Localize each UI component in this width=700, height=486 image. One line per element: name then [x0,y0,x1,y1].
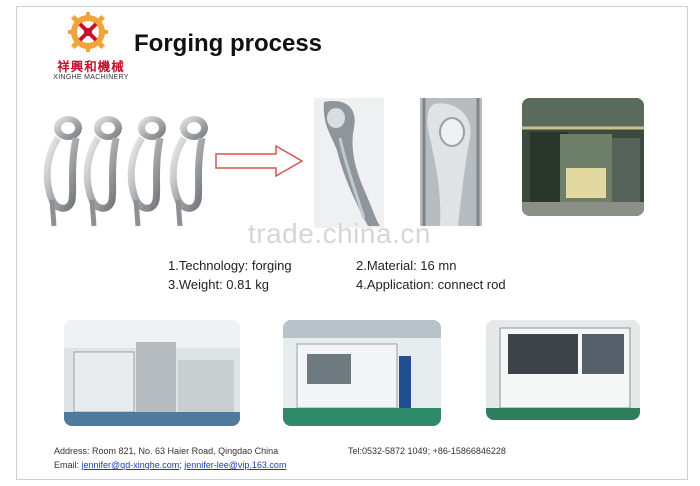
gear-logo-icon [68,12,108,52]
logo-english-name: XINGHE MACHINERY [53,74,129,81]
spec-weight: 3.Weight: 0.81 kg [168,277,269,292]
company-logo: 祥興和機械 XINGHE MACHINERY [46,12,136,88]
footer-address: Address: Room 821, No. 63 Haier Road, Qi… [54,446,279,456]
email-separator: ; [179,460,182,470]
watermark-text: trade.china.cn [248,218,431,249]
forging-press-photo [522,98,644,216]
email-link-2[interactable]: jennifer-lee@vip.163.com [184,460,287,470]
spec-material: 2.Material: 16 mn [356,258,457,273]
footer-email-row: Email: jennifer@qd-xinghe.com; jennifer-… [54,460,286,470]
connecting-rods-photo [40,108,220,230]
process-arrow-icon [215,144,304,178]
spec-application: 4.Application: connect rod [356,277,506,292]
forging-part-photo [314,98,384,228]
workshop-equipment-photo [64,320,240,426]
footer-phone: Tel:0532-5872 1049; +86-15866846228 [348,446,506,456]
cnc-machine-photo [486,320,640,420]
email-link-1[interactable]: jennifer@qd-xinghe.com [81,460,180,470]
logo-chinese-name: 祥興和機械 [57,59,125,74]
forging-die-photo [420,98,482,226]
cnc-lathe-photo [283,320,441,426]
email-label: Email: [54,460,80,470]
page-title: Forging process [134,30,323,57]
spec-technology: 1.Technology: forging [168,258,292,273]
